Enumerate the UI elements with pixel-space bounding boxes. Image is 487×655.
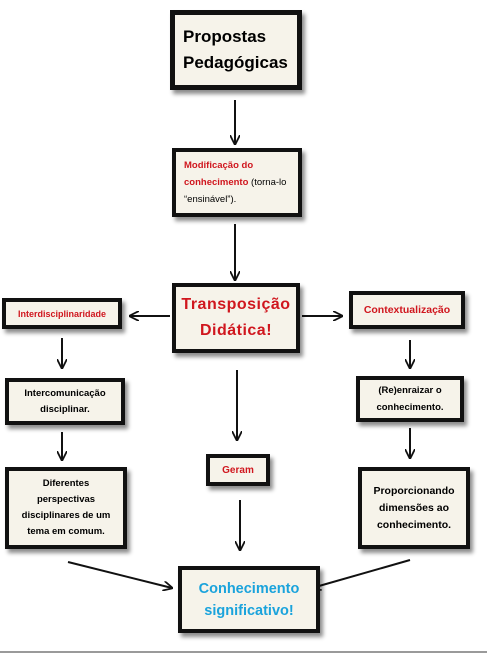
- arrow-left-to-result: [67, 561, 172, 588]
- modification-highlight: Modificação do conhecimento: [184, 160, 254, 188]
- center-box: Transposição Didática!: [172, 283, 300, 353]
- right-title-label: Contextualização: [363, 304, 451, 316]
- result-box: Conhecimento significativo!: [178, 566, 320, 633]
- right-step1-label: (Re)enraizar o conhecimento.: [376, 385, 444, 413]
- arrow-right-to-result: [312, 559, 411, 588]
- geram-box: Geram: [206, 454, 270, 486]
- modification-box: Modificação do conhecimento (torna-lo “e…: [172, 148, 302, 217]
- result-label: Conhecimento significativo!: [198, 580, 300, 619]
- left-step2-box: Diferentes perspectivas disciplinares de…: [5, 467, 127, 549]
- left-step1-box: Intercomunicação disciplinar.: [5, 378, 125, 425]
- modification-rest: (torna-lo “ensinável”).: [184, 177, 287, 205]
- center-label: Transposição Didática!: [181, 296, 291, 339]
- root-label: Propostas Pedagógicas: [183, 27, 288, 72]
- right-step1-box: (Re)enraizar o conhecimento.: [356, 376, 464, 422]
- geram-label: Geram: [222, 464, 254, 476]
- left-step1-label: Intercomunicação disciplinar.: [24, 387, 106, 415]
- bottom-divider: [0, 651, 487, 653]
- left-title-label: Interdisciplinaridade: [17, 308, 107, 319]
- left-step2-label: Diferentes perspectivas disciplinares de…: [21, 478, 111, 537]
- left-title-box: Interdisciplinaridade: [2, 298, 122, 329]
- right-title-box: Contextualização: [349, 291, 465, 329]
- right-step2-box: Proporcionando dimensões ao conhecimento…: [358, 467, 470, 549]
- root-box: Propostas Pedagógicas: [170, 10, 302, 90]
- right-step2-label: Proporcionando dimensões ao conhecimento…: [373, 484, 455, 531]
